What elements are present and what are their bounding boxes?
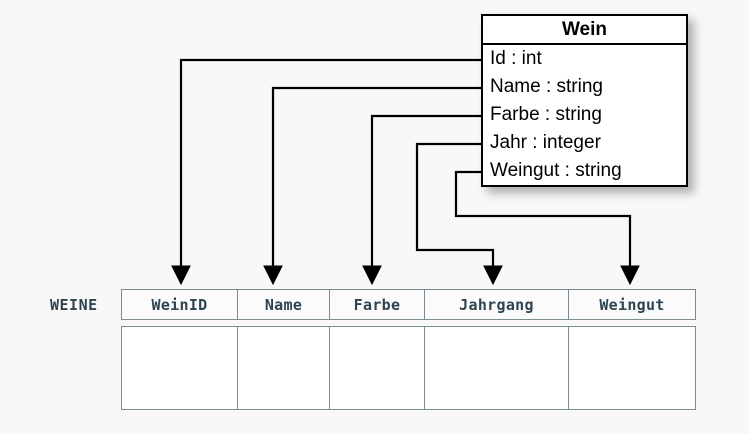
- column-header-weinid: WeinID: [122, 290, 238, 319]
- uml-class-title: Wein: [483, 16, 686, 45]
- uml-attribute-id: Id : int: [490, 48, 542, 69]
- column-header-farbe: Farbe: [330, 290, 425, 319]
- table-cell-jahrgang[interactable]: [425, 327, 569, 409]
- uml-attribute-jahr: Jahr : integer: [490, 132, 601, 153]
- uml-attribute-name: Name : string: [490, 76, 603, 97]
- connector-jahr-to-jahrgang: [415, 142, 503, 286]
- uml-attribute-farbe: Farbe : string: [490, 104, 602, 125]
- column-header-name: Name: [238, 290, 330, 319]
- relational-table-weine[interactable]: WeinID Name Farbe Jahrgang Weingut: [121, 289, 696, 410]
- column-header-weingut: Weingut: [599, 295, 665, 314]
- table-header-row: WeinID Name Farbe Jahrgang Weingut: [121, 289, 696, 320]
- uml-attribute-weingut: Weingut : string: [490, 160, 622, 181]
- table-cell-name[interactable]: [238, 327, 330, 409]
- table-cell-weinid[interactable]: [122, 327, 238, 409]
- connector-weingut-to-weingut: [454, 170, 640, 286]
- connector-id-to-weinid: [171, 58, 481, 286]
- connector-farbe-to-farbe: [362, 114, 481, 286]
- table-cell-farbe[interactable]: [330, 327, 425, 409]
- table-cell-weingut[interactable]: [569, 327, 695, 409]
- uml-attribute-list: Id : int Name : string Farbe : string Ja…: [483, 45, 686, 185]
- table-row[interactable]: [121, 326, 696, 410]
- uml-class-wein[interactable]: Wein Id : int Name : string Farbe : stri…: [481, 14, 688, 187]
- connector-name-to-name: [263, 86, 481, 286]
- column-header-jahrgang: Jahrgang: [425, 290, 569, 319]
- table-name-label: WEINE: [50, 296, 98, 314]
